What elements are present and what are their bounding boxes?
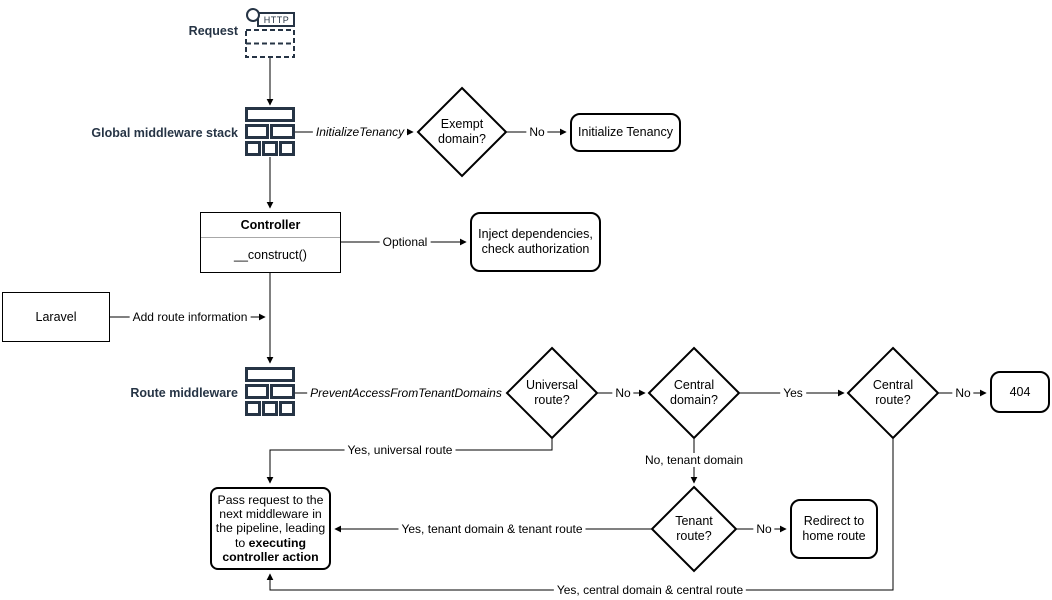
diamond-central-route (846, 346, 940, 440)
laravel-node: Laravel (2, 292, 110, 342)
pass-request-node: Pass request to the next middleware in t… (210, 487, 331, 570)
controller-title: Controller (201, 213, 340, 238)
edge-label-no-tenant-domain: No, tenant domain (641, 453, 747, 467)
edge-label-yes-central-route: Yes, central domain & central route (553, 583, 747, 597)
http-circle (246, 8, 260, 22)
edge-label-central-domain-yes: Yes (780, 386, 806, 400)
edge-label-initialize-tenancy: InitializeTenancy (312, 125, 408, 139)
edge-label-central-route-no: No (952, 386, 974, 400)
edge-label-yes-universal-route: Yes, universal route (344, 443, 456, 457)
global-middleware-stack-label: Global middleware stack (91, 126, 238, 140)
route-middleware-label: Route middleware (130, 386, 238, 400)
global-middleware-stack-icon (245, 107, 295, 157)
diamond-tenant-route (650, 485, 738, 573)
diamond-central-domain (647, 346, 741, 440)
initialize-tenancy-node: Initialize Tenancy (570, 113, 681, 152)
edge-label-universal-no: No (612, 386, 634, 400)
pass-request-text: Pass request to the next middleware in t… (215, 492, 326, 564)
inject-dependencies-node: Inject dependencies, check authorization (470, 212, 601, 272)
route-middleware-icon (245, 367, 295, 417)
redirect-home-route-node: Redirect to home route (790, 499, 878, 559)
edge-label-prevent-access: PreventAccessFromTenantDomains (307, 386, 505, 400)
edge-label-add-route-information: Add route information (129, 310, 251, 324)
404-node: 404 (990, 371, 1050, 413)
http-request-icon: HTTP (245, 6, 295, 58)
http-badge-text: HTTP (264, 15, 290, 25)
request-label: Request (188, 24, 238, 38)
controller-node: Controller __construct() (200, 212, 341, 273)
controller-method: __construct() (234, 248, 307, 262)
edge-label-yes-tenant-route: Yes, tenant domain & tenant route (398, 522, 586, 536)
edge-label-tenant-no: No (753, 522, 775, 536)
edge-label-optional: Optional (379, 235, 431, 249)
edge-label-exempt-no: No (526, 125, 548, 139)
diamond-universal-route (505, 346, 599, 440)
diamond-exempt-domain (416, 86, 508, 178)
